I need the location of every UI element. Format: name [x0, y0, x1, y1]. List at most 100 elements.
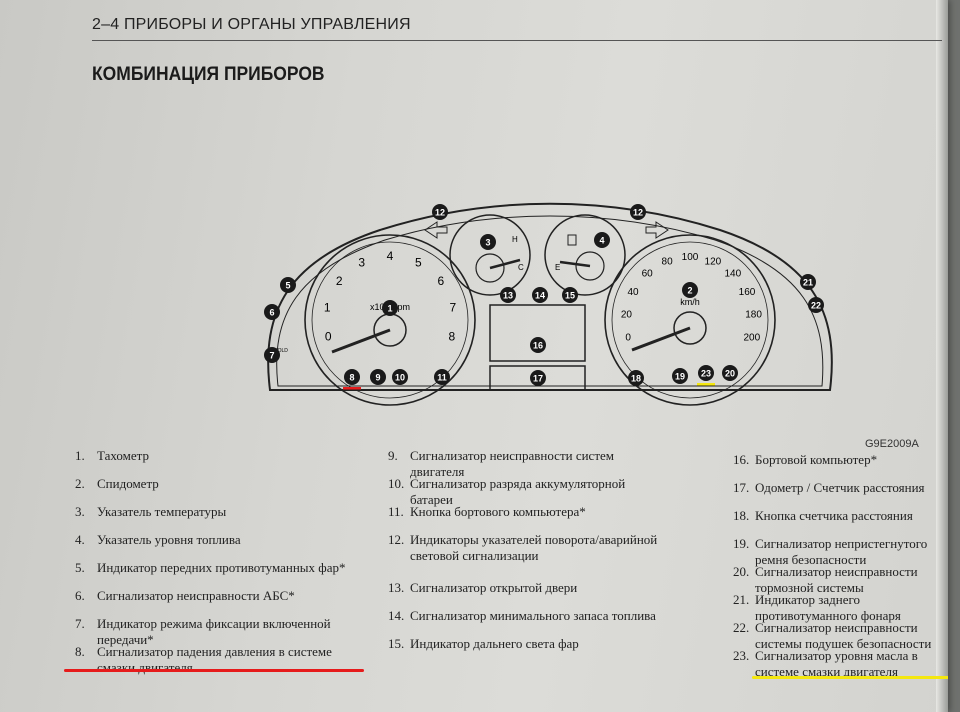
speed-tick-label: 60	[642, 268, 654, 279]
legend-item: 12.Индикаторы указателей поворота/аварий…	[388, 532, 658, 565]
legend-number: 22.	[733, 620, 750, 635]
callout-number: 19	[675, 372, 685, 382]
red-callout-mark	[343, 387, 361, 390]
callout-number: 10	[395, 373, 405, 383]
callout-number: 6	[269, 308, 274, 318]
page-title: КОМБИНАЦИЯ ПРИБОРОВ	[92, 64, 325, 85]
legend-item: 10. Сигнализатор разряда аккумуляторной б…	[388, 476, 658, 509]
legend-number: 1.	[75, 448, 85, 463]
legend-number: 8.	[75, 644, 85, 659]
callout-circle	[722, 365, 738, 381]
speedometer-gauge: km/h	[604, 234, 776, 406]
figure-code: G9E2009A	[865, 438, 919, 450]
fuel-empty-label: E	[555, 263, 560, 272]
odometer-display	[489, 365, 586, 391]
legend-item: 16. Бортовой компьютер*	[733, 452, 948, 468]
callout-circle	[530, 370, 546, 386]
tach-tick-label: 8	[448, 330, 455, 344]
legend-item: 4.Указатель уровня топлива	[75, 532, 365, 548]
legend-text: Тахометр	[97, 448, 149, 463]
callout-circle	[432, 204, 448, 220]
callout-number: 14	[535, 291, 545, 301]
legend-text: Индикаторы указателей поворота/аварийной…	[410, 532, 658, 564]
callout-number: 13	[503, 291, 513, 301]
legend-text: Индикатор заднего противотуманного фонар…	[755, 592, 901, 624]
legend-text: Сигнализатор минимального запаса топлива	[410, 608, 656, 623]
legend-number: 21.	[733, 592, 750, 607]
speed-tick-label: 140	[724, 268, 741, 279]
legend-number: 19.	[733, 536, 750, 551]
callout-number: 21	[803, 278, 813, 288]
callout-circle	[264, 347, 280, 363]
tach-tick-label: 6	[437, 274, 444, 288]
callout-circle	[672, 368, 688, 384]
fuel-gauge: F E	[544, 214, 626, 296]
legend-text: Кнопка бортового компьютера*	[410, 504, 586, 519]
legend-item: 15. Индикатор дальнего света фар	[388, 636, 658, 652]
callout-circle	[594, 232, 610, 248]
instrument-cluster-diagram: x1000rpm km/h H C F E	[264, 202, 833, 406]
callout-number: 22	[811, 301, 821, 311]
legend-number: 18.	[733, 508, 750, 523]
speed-tick-label: 180	[745, 309, 762, 320]
speed-tick-label: 20	[621, 309, 633, 320]
legend-number: 17.	[733, 480, 750, 495]
legend-text: Сигнализатор открытой двери	[410, 580, 578, 595]
legend-text: Кнопка счетчика расстояния	[755, 508, 913, 523]
callout-circle	[280, 277, 296, 293]
legend-item: 21. Индикатор заднего противотуманного фо…	[733, 592, 948, 625]
right-turn-arrow	[645, 221, 669, 239]
legend-number: 7.	[75, 616, 85, 631]
legend-text: Одометр / Счетчик расстояния	[755, 480, 925, 495]
callout-number: 20	[725, 369, 735, 379]
legend-text: Сигнализатор уровня масла в системе смаз…	[755, 648, 918, 680]
legend-number: 15.	[388, 636, 405, 651]
callout-number: 17	[533, 374, 543, 384]
callout-circle	[530, 337, 546, 353]
tach-tick-label: 2	[336, 274, 343, 288]
callout-circle	[264, 304, 280, 320]
legend-item: 7.Индикатор режима фиксации включенной п…	[75, 616, 365, 649]
callout-circle	[344, 369, 360, 385]
legend-number: 5.	[75, 560, 85, 575]
legend-item: 3.Указатель температуры	[75, 504, 365, 520]
page-edge	[936, 0, 948, 712]
legend-text: Указатель температуры	[97, 504, 227, 519]
callout-number: 4	[599, 236, 604, 246]
header-rule	[92, 40, 942, 41]
tach-tick-label: 7	[449, 301, 456, 315]
callout-number: 3	[485, 238, 490, 248]
callout-circle	[392, 369, 408, 385]
tach-tick-label: 5	[415, 256, 422, 270]
legend-item: 18. Кнопка счетчика расстояния	[733, 508, 948, 524]
speed-tick-label: 120	[705, 256, 722, 267]
legend-item: 5.Индикатор передних противотуманных фар…	[75, 560, 365, 576]
legend-item: 17. Одометр / Счетчик расстояния	[733, 480, 948, 496]
legend-number: 9.	[388, 448, 398, 463]
legend-item: 23.Сигнализатор уровня масла в системе с…	[733, 648, 948, 681]
callout-number: 23	[701, 369, 711, 379]
callout-circle	[532, 287, 548, 303]
legend-text: Бортовой компьютер*	[755, 452, 878, 467]
speed-tick-label: 0	[625, 333, 631, 344]
callout-number: 15	[565, 291, 575, 301]
speed-tick-label: 40	[627, 287, 639, 298]
callout-circle	[630, 204, 646, 220]
legend-text: Индикатор дальнего света фар	[410, 636, 579, 651]
legend-number: 16.	[733, 452, 750, 467]
legend-text: Сигнализатор разряда аккумуляторной бата…	[410, 476, 626, 508]
callout-circle	[434, 369, 450, 385]
callout-number: 7	[269, 351, 274, 361]
left-turn-arrow	[424, 221, 448, 239]
legend-item: 9.Сигнализатор неисправности систем двиг…	[388, 448, 658, 481]
legend-item: 11.Кнопка бортового компьютера*	[388, 504, 658, 520]
trip-computer-display	[489, 304, 586, 362]
red-highlight-underline	[64, 669, 364, 672]
callout-number: 1	[387, 304, 392, 314]
temp-cold-label: C	[518, 263, 524, 272]
callout-number: 11	[437, 373, 447, 383]
legend-number: 10.	[388, 476, 405, 491]
callout-circle	[562, 287, 578, 303]
yellow-highlight-underline	[752, 676, 948, 679]
yellow-callout-mark	[697, 383, 715, 386]
